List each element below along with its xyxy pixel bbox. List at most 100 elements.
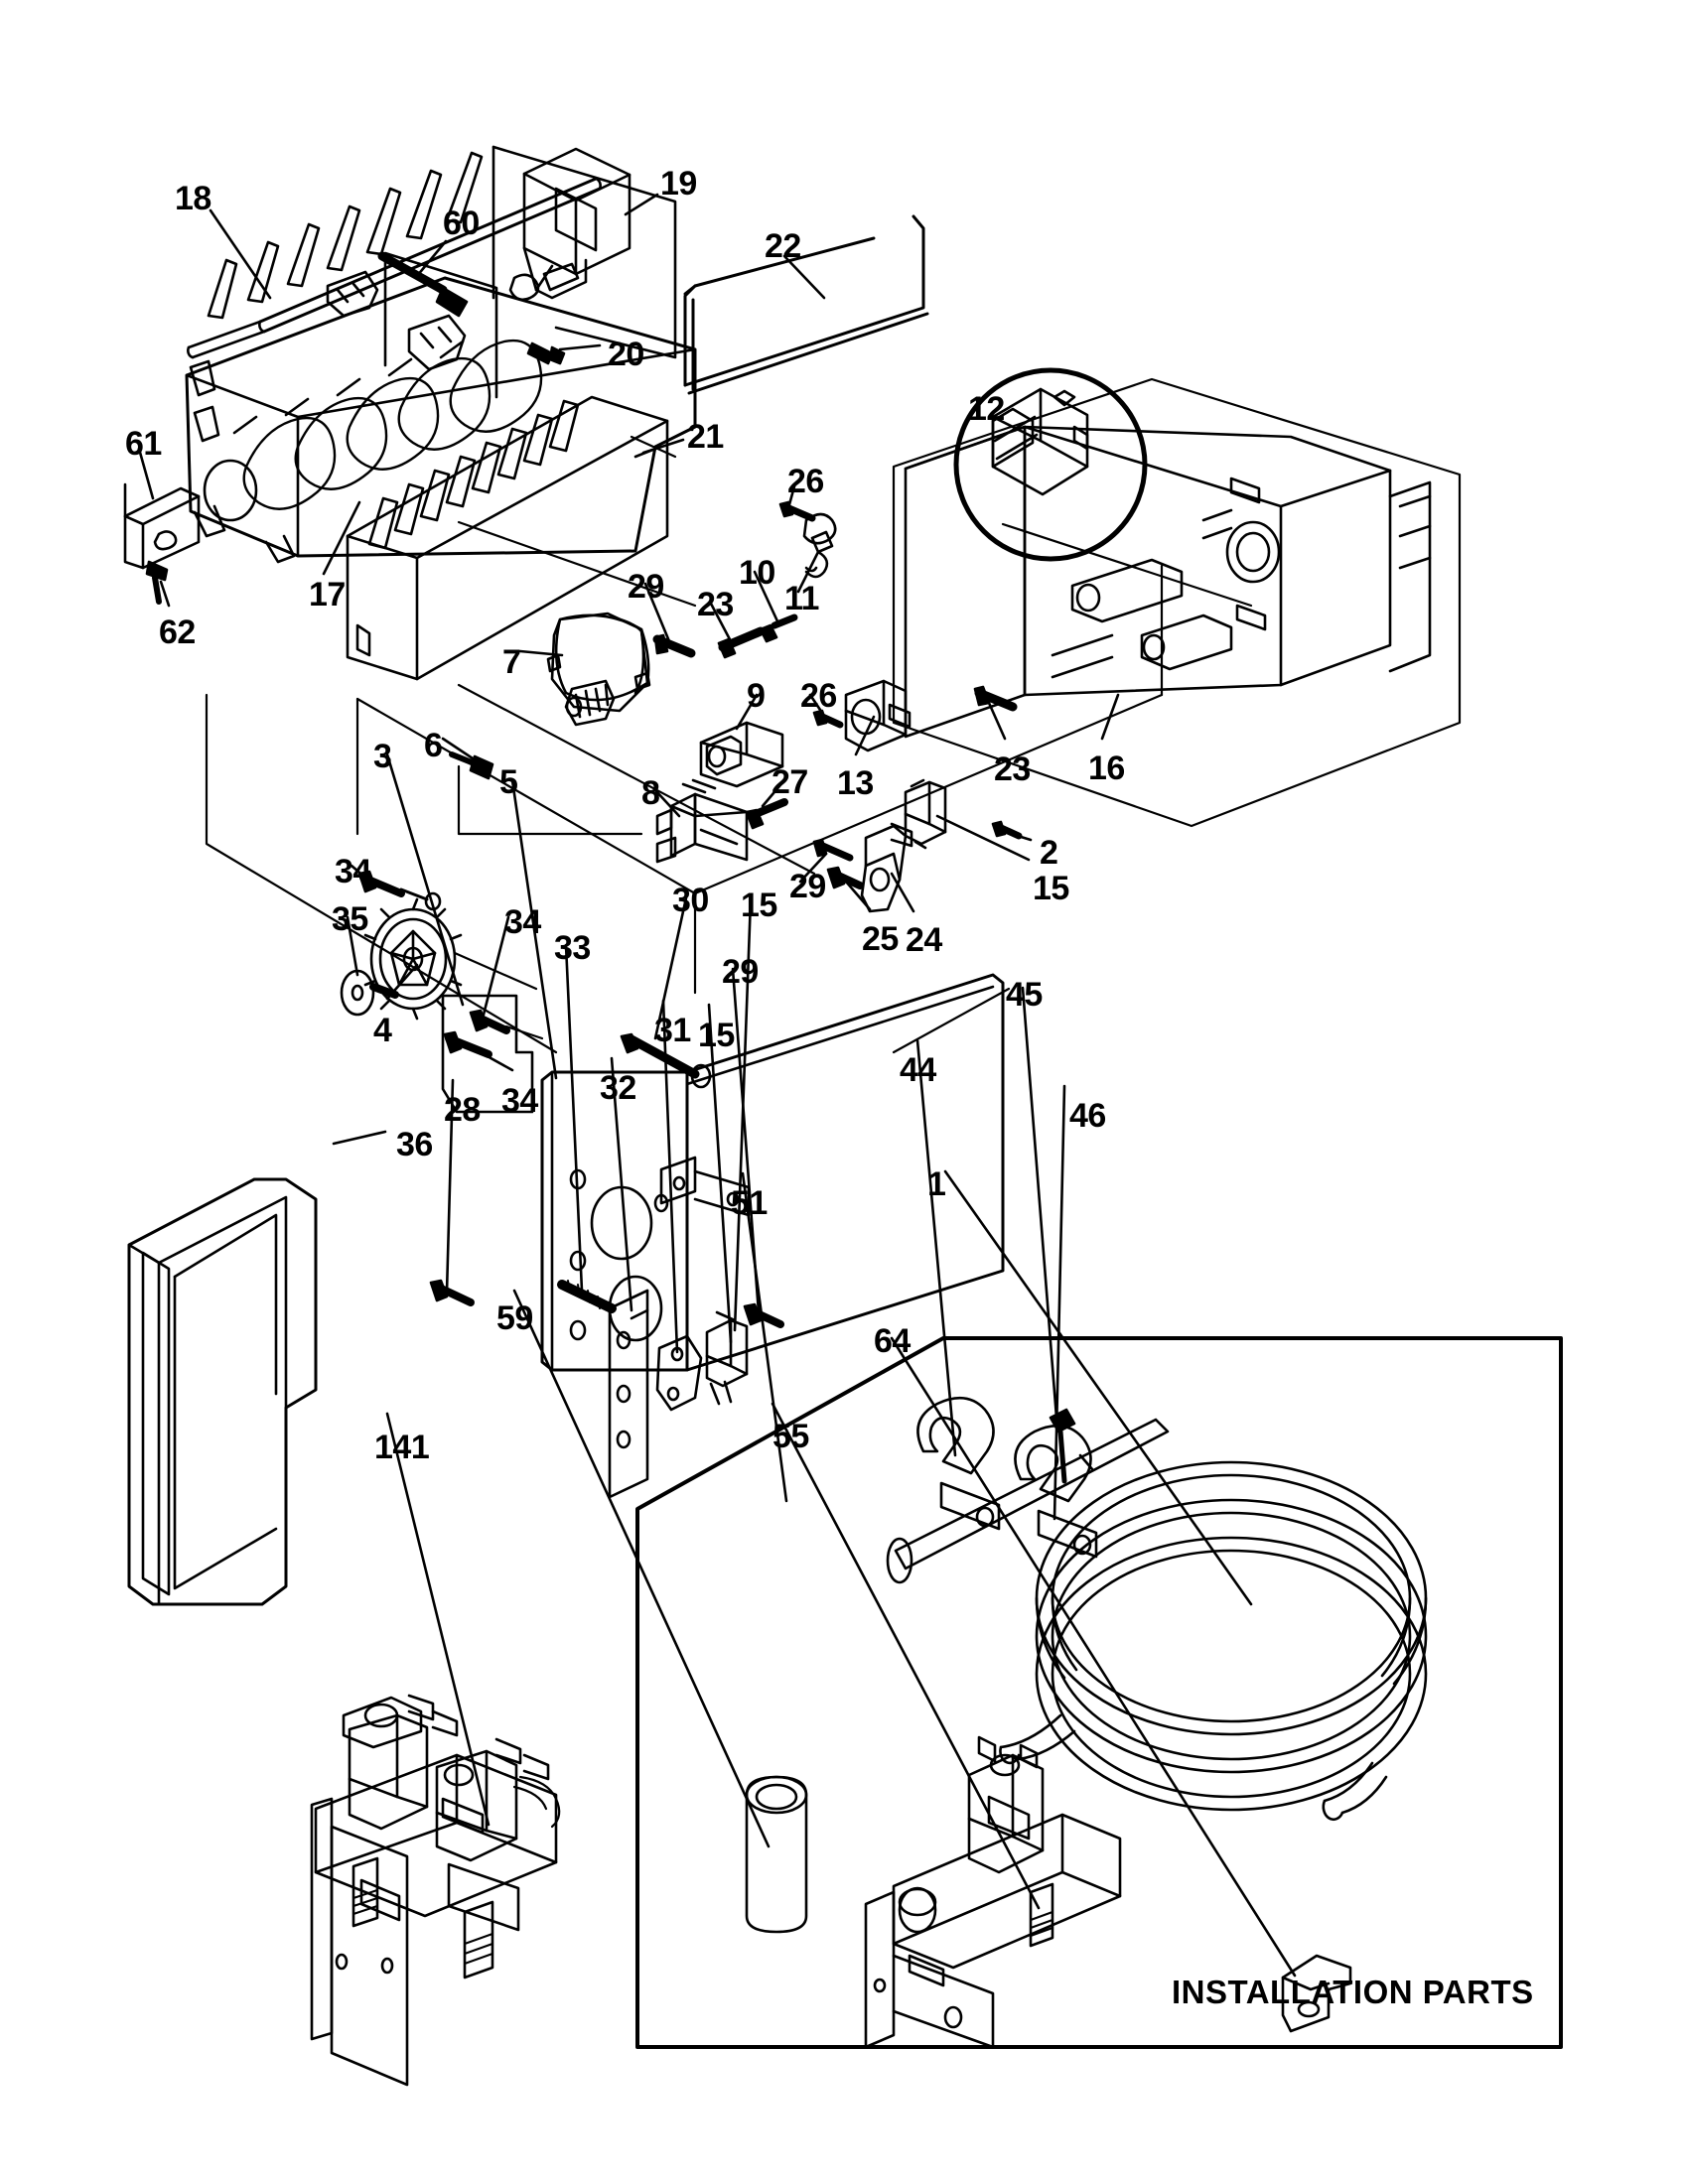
callout-coil-holder: 13 [837,764,874,802]
callout-screw: 34 [501,1082,538,1120]
part-59-grommet [745,1775,808,1934]
callout-screw: 26 [787,463,824,500]
callout-mounting-bracket: 61 [125,425,162,463]
part-9-solenoid [699,721,784,788]
part-25-screw [826,866,864,889]
part-34-screw-b [469,1009,544,1040]
part-29c-screw [743,1302,784,1328]
part-26-screw-lower [812,709,844,729]
part-8-switch [655,778,749,864]
callout-fill-tube: 51 [731,1184,768,1222]
callout-screw: 26 [800,677,837,715]
part-20-pin [526,341,566,365]
callout-shaft: 30 [672,882,709,919]
callout-switch: 15 [1033,870,1069,907]
installation-parts-box [635,1336,1563,2049]
callout-leader-lines [137,193,1297,1978]
callout-screw: 34 [335,853,371,890]
part-18-ice-stripper [187,145,677,359]
callout-switch: 15 [741,887,777,924]
callout-screw: 29 [789,868,826,905]
part-23b-screw [973,685,1018,712]
callout-module-housing: 16 [1088,750,1125,787]
callout-screw: 2 [1040,834,1058,872]
part-23-screw [717,626,766,659]
callout-fill-cup-bracket: 19 [660,165,697,203]
callout-screw: 34 [504,903,541,941]
callout-grommet: 59 [496,1299,533,1337]
callout-switch: 15 [698,1017,735,1054]
callout-cam: 31 [654,1012,691,1049]
part-33-spring [557,1280,617,1313]
callout-screw: 62 [159,614,196,651]
part-51-fill-tube [886,1418,1170,1584]
part-34-screw-a [357,870,442,911]
callout-motor: 7 [502,643,521,681]
part-7-motor [546,612,651,727]
part-32-bracket [608,1289,649,1499]
part-31-cam [655,1334,703,1412]
callout-screw: 23 [697,586,734,623]
callout-support-plate: 5 [499,763,518,801]
part-11-wire-lead [802,512,837,579]
part-13-coil-holder [844,679,912,752]
callout-solenoid: 9 [747,677,766,715]
callout-screw: 29 [722,953,759,991]
callout-screw: 28 [444,1091,481,1129]
callout-washer: 35 [332,900,368,938]
part-28-screw [429,1279,475,1306]
callout-switch: 8 [641,774,660,812]
part-22-shutoff-arm [683,214,929,395]
part-3-insulation-pad [441,994,534,1114]
callout-water-valve: 55 [772,1418,809,1455]
callout-tube-clamp: 46 [1069,1097,1106,1135]
callout-tube-clamp: 44 [900,1051,936,1089]
part-36-cover-shroud [127,1177,318,1606]
part-16-module-housing [892,377,1462,828]
callout-screw: 29 [628,568,664,606]
part-17-ice-mold [185,270,697,564]
callout-screw: 60 [443,205,480,242]
callout-ice-ejector: 21 [687,418,724,456]
callout-gear: 4 [373,1012,392,1049]
callout-screw: 45 [1006,976,1043,1014]
installation-parts-title: INSTALLATION PARTS [1172,1974,1534,2010]
callout-screw: 27 [772,763,808,801]
part-29b-screw [812,838,854,862]
callout-lever-arm: 24 [906,921,942,959]
callout-dual-water-valve: 141 [374,1429,430,1466]
callout-spring: 33 [554,929,591,967]
part-64-clamp-bracket [1281,1954,1352,2033]
callout-water-tubing-coil: 1 [927,1165,946,1203]
callout-shut-off-arm-wire: 22 [765,227,801,265]
part-30-shaft [620,1032,712,1089]
part-60-screw [377,251,498,399]
part-27-screw [745,798,788,830]
callout-mounting-bracket: 32 [600,1069,636,1107]
callout-screw: 25 [862,920,899,958]
callout-connector-plug-detail: 12 [968,390,1005,428]
callout-cover-shroud: 36 [396,1126,433,1163]
part-44-tube-clamp [916,1396,1001,1531]
part-46-tube-clamp [1014,1424,1098,1559]
part-55-water-valve [864,1735,1122,2049]
part-4-gear [363,897,538,1021]
part-62-screw [145,560,169,605]
callout-pin: 20 [608,336,644,373]
part-21-ice-ejector [346,395,669,681]
part-61-bracket [123,482,201,570]
part-29-screw-motor [652,633,696,658]
callout-ice-mold-body: 17 [309,576,346,614]
callout-bushing: 10 [739,554,775,592]
callout-wire-lead: 11 [784,580,819,617]
callout-clamp-bracket: 64 [874,1322,911,1360]
part-15-switch-right [904,778,947,850]
callout-ice-stripper-rake: 18 [175,180,211,217]
part-24-lever-arm [860,822,913,913]
part-141-dual-water-valve [310,1694,561,2087]
callout-screw: 6 [424,727,443,764]
callout-insulation-pad: 3 [373,738,392,775]
assembly-phantom-lines [205,435,1164,1054]
